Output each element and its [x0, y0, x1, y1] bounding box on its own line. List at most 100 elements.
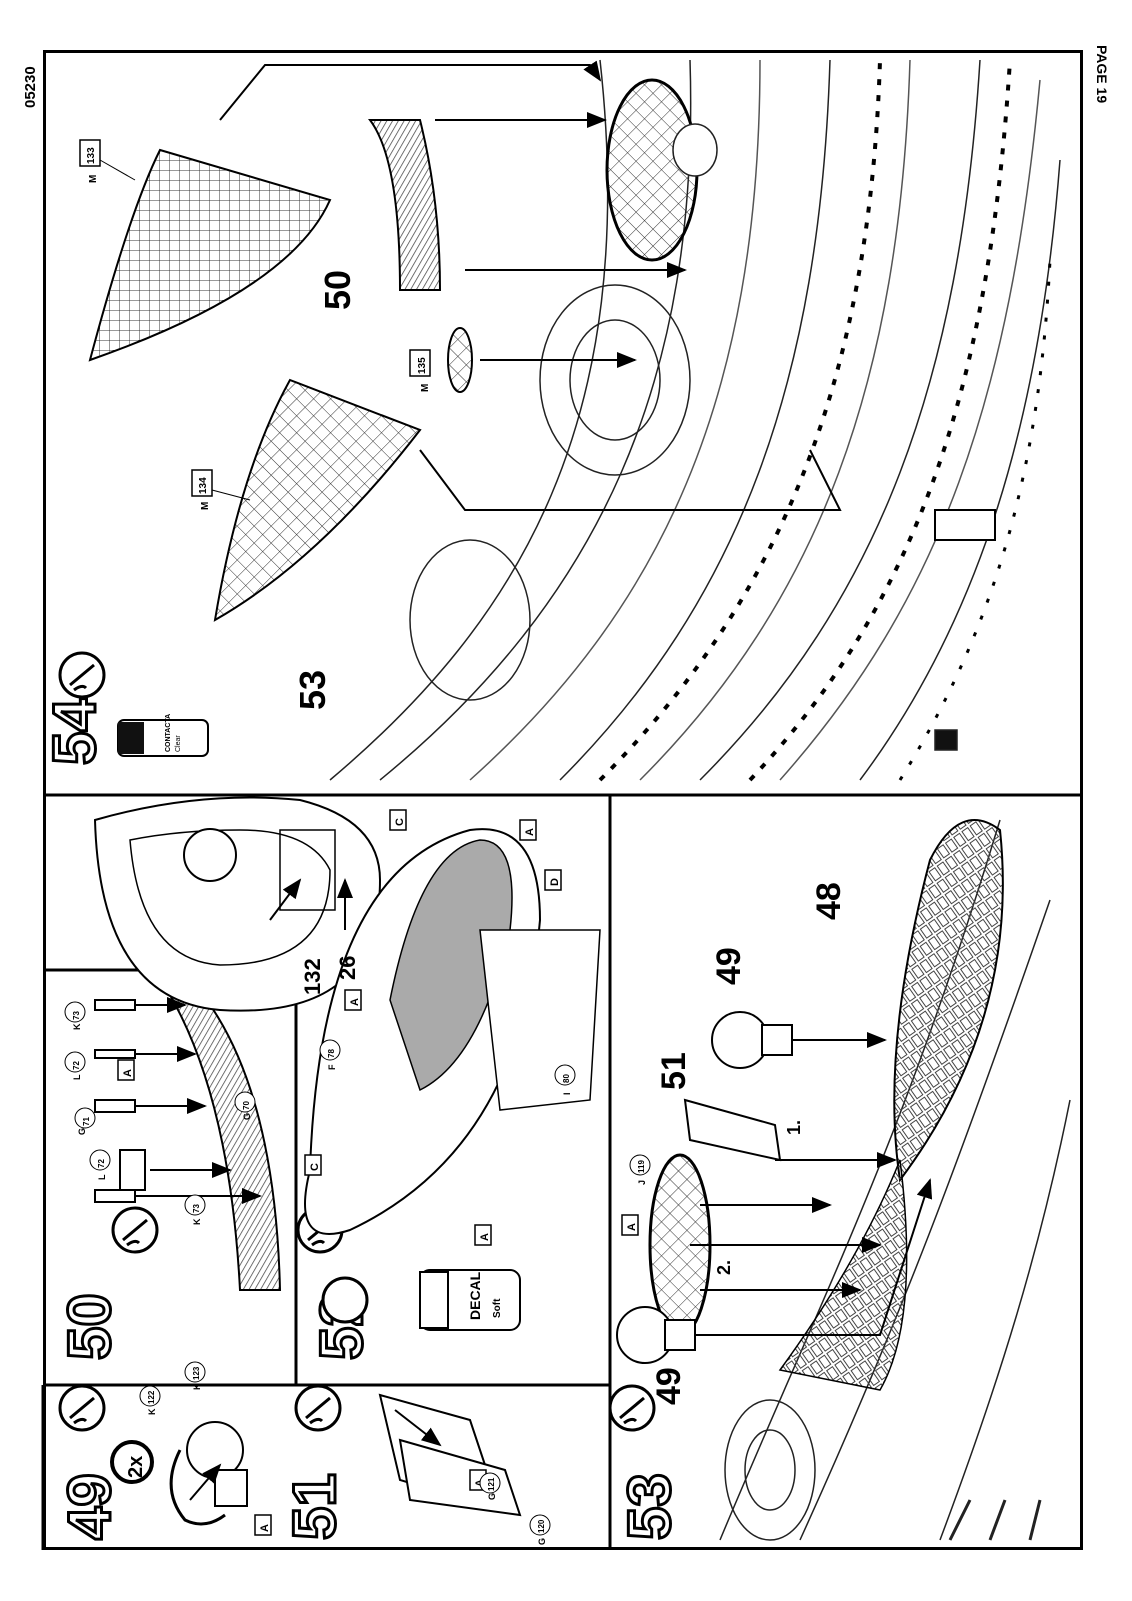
svg-text:71: 71 — [82, 1117, 91, 1126]
svg-text:A: A — [626, 1223, 638, 1231]
svg-text:123: 123 — [192, 1366, 201, 1380]
svg-text:Clear: Clear — [175, 735, 182, 752]
part-50-curved — [368, 119, 442, 291]
svg-text:G: G — [537, 1538, 547, 1545]
part-49-globe — [711, 1011, 769, 1069]
svg-text:M: M — [88, 175, 99, 183]
step-54-number: 54 — [40, 696, 110, 766]
glue-bottle-icon: CONTACTA Clear — [117, 714, 209, 757]
svg-text:54: 54 — [41, 698, 108, 765]
step-50-number: 50 — [55, 1292, 125, 1362]
svg-text:51: 51 — [655, 1052, 693, 1090]
svg-text:134: 134 — [198, 477, 209, 494]
ref-51: 51 — [655, 1052, 693, 1090]
svg-text:70: 70 — [242, 1101, 251, 1110]
svg-text:L: L — [97, 1174, 107, 1180]
part-51-wing — [683, 1098, 782, 1162]
svg-text:49: 49 — [650, 1367, 688, 1405]
svg-text:M: M — [420, 384, 431, 392]
label-m135: M — [420, 384, 431, 392]
svg-text:C: C — [394, 818, 406, 826]
svg-text:73: 73 — [192, 1204, 201, 1213]
svg-text:53: 53 — [616, 1473, 683, 1540]
svg-text:119: 119 — [637, 1160, 646, 1173]
part-k122-hook — [169, 1449, 226, 1526]
ref-49-a: 49 — [650, 1367, 688, 1405]
svg-text:L: L — [72, 1074, 82, 1080]
svg-text:I: I — [562, 1092, 572, 1095]
svg-text:C: C — [309, 1163, 321, 1171]
part-i80-strip — [479, 929, 601, 1111]
svg-text:122: 122 — [147, 1390, 156, 1404]
ship-hull-drawing — [329, 59, 1061, 782]
svg-text:73: 73 — [72, 1011, 81, 1020]
svg-text:A: A — [479, 1233, 491, 1241]
svg-text:72: 72 — [72, 1061, 81, 1070]
svg-text:53: 53 — [292, 670, 333, 710]
step-53-panel: 53 49 49 5 — [608, 819, 1071, 1542]
svg-text:G: G — [487, 1493, 497, 1500]
ref-48: 48 — [810, 882, 848, 920]
svg-text:K: K — [147, 1408, 157, 1415]
step-49-panel: 49 2x A K 122 K 123 — [55, 1361, 272, 1542]
svg-text:A: A — [349, 998, 361, 1006]
svg-text:D: D — [549, 878, 561, 886]
svg-text:72: 72 — [97, 1159, 106, 1168]
step-53-number: 53 — [615, 1472, 685, 1542]
step-54-panel: 54 CONTACTA Clear — [40, 59, 1061, 782]
svg-text:2x: 2x — [125, 1456, 147, 1478]
label-m133: M — [88, 175, 99, 183]
decal-soft-bottle-icon: DECAL Soft — [419, 1269, 521, 1331]
multiplier-badge — [110, 1440, 154, 1484]
svg-text:F: F — [327, 1064, 337, 1070]
svg-text:78: 78 — [327, 1049, 336, 1058]
ref-49-b: 49 — [710, 947, 748, 985]
step-51-panel: 51 A G 121 G 120 — [280, 1384, 551, 1545]
svg-text:A: A — [122, 1069, 134, 1077]
part-g70-curved — [168, 983, 282, 1291]
ref-50: 50 — [317, 270, 358, 310]
part-g120-wing — [398, 1438, 522, 1517]
svg-text:CONTACTA: CONTACTA — [165, 714, 172, 752]
svg-text:J: J — [637, 1180, 647, 1185]
ref-53: 53 — [292, 670, 333, 710]
svg-text:A: A — [259, 1524, 271, 1532]
decal-area-d — [389, 839, 513, 1092]
step-49-number: 49 — [55, 1472, 125, 1542]
svg-text:G: G — [242, 1113, 252, 1120]
svg-text:50: 50 — [317, 270, 358, 310]
svg-text:50: 50 — [56, 1293, 123, 1360]
svg-text:G: G — [77, 1128, 87, 1135]
svg-text:48: 48 — [810, 882, 848, 920]
svg-text:K: K — [72, 1023, 82, 1030]
ship-stern-drawing — [719, 819, 1071, 1541]
svg-text:K: K — [192, 1383, 202, 1390]
svg-text:DECAL: DECAL — [467, 1271, 483, 1320]
svg-text:1.: 1. — [784, 1120, 804, 1135]
decal-icon — [321, 1276, 369, 1324]
part-m135-dome — [447, 327, 473, 393]
svg-text:K: K — [192, 1218, 202, 1225]
svg-text:80: 80 — [562, 1074, 571, 1083]
svg-text:133: 133 — [86, 147, 97, 164]
step-52-panel: 52 DECAL Soft 132 26 C A D A — [93, 796, 601, 1362]
svg-text:49: 49 — [710, 947, 748, 985]
svg-text:M: M — [200, 502, 211, 510]
ref-132: 132 — [300, 958, 325, 995]
svg-text:120: 120 — [537, 1519, 546, 1533]
step-50-panel: 50 K 73 L 72 G 71 L 72 K — [55, 983, 282, 1362]
svg-text:132: 132 — [300, 958, 325, 995]
svg-text:135: 135 — [417, 357, 428, 374]
label-m134: M — [200, 502, 211, 510]
svg-text:26: 26 — [335, 956, 360, 980]
part-m133-grid — [88, 148, 332, 362]
part-m134-grid — [213, 378, 422, 622]
svg-text:2.: 2. — [714, 1260, 734, 1275]
ref-26: 26 — [335, 956, 360, 980]
svg-text:49: 49 — [56, 1473, 123, 1540]
svg-text:Soft: Soft — [492, 1298, 503, 1318]
svg-text:51: 51 — [281, 1473, 348, 1540]
svg-text:121: 121 — [487, 1477, 496, 1491]
page-frame — [43, 50, 1083, 1550]
